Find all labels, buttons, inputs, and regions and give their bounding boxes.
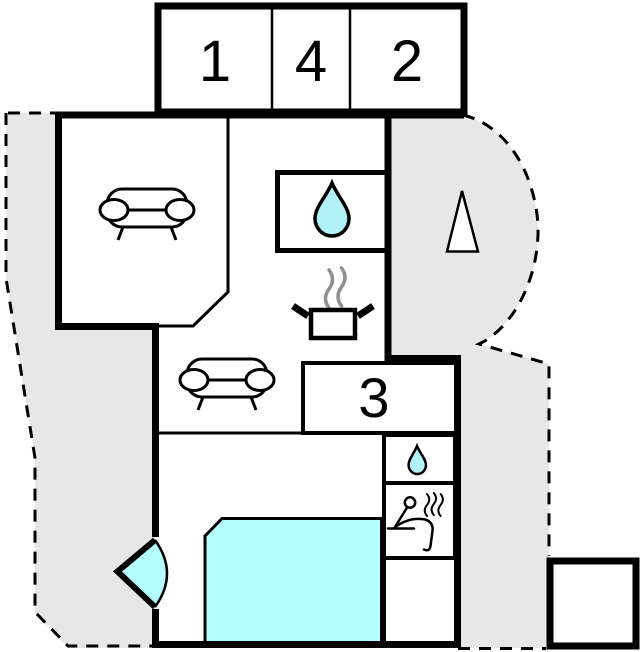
room-label-4: 4 xyxy=(295,29,327,94)
water-drop-small-icon xyxy=(407,442,428,476)
door-swing-icon xyxy=(112,537,169,610)
outbuilding-square xyxy=(546,557,640,650)
plot-boundary-right xyxy=(458,113,551,650)
plot-boundary-left xyxy=(4,111,152,648)
room-3-box xyxy=(301,361,458,435)
water-drop-icon xyxy=(313,178,351,238)
interior-walls xyxy=(155,115,384,435)
terrace-right xyxy=(390,115,549,648)
sauna-box xyxy=(382,481,457,560)
room-label-3: 3 xyxy=(358,366,389,429)
room-number-strip: 1 4 2 xyxy=(154,2,468,116)
tree-icon xyxy=(445,190,480,253)
swimming-pool xyxy=(203,517,383,645)
steam-icon xyxy=(323,266,347,310)
sauna-icon xyxy=(386,492,444,552)
cooking-pot-icon xyxy=(291,266,375,341)
room-label-2: 2 xyxy=(391,29,423,94)
room-label-1: 1 xyxy=(199,29,231,94)
